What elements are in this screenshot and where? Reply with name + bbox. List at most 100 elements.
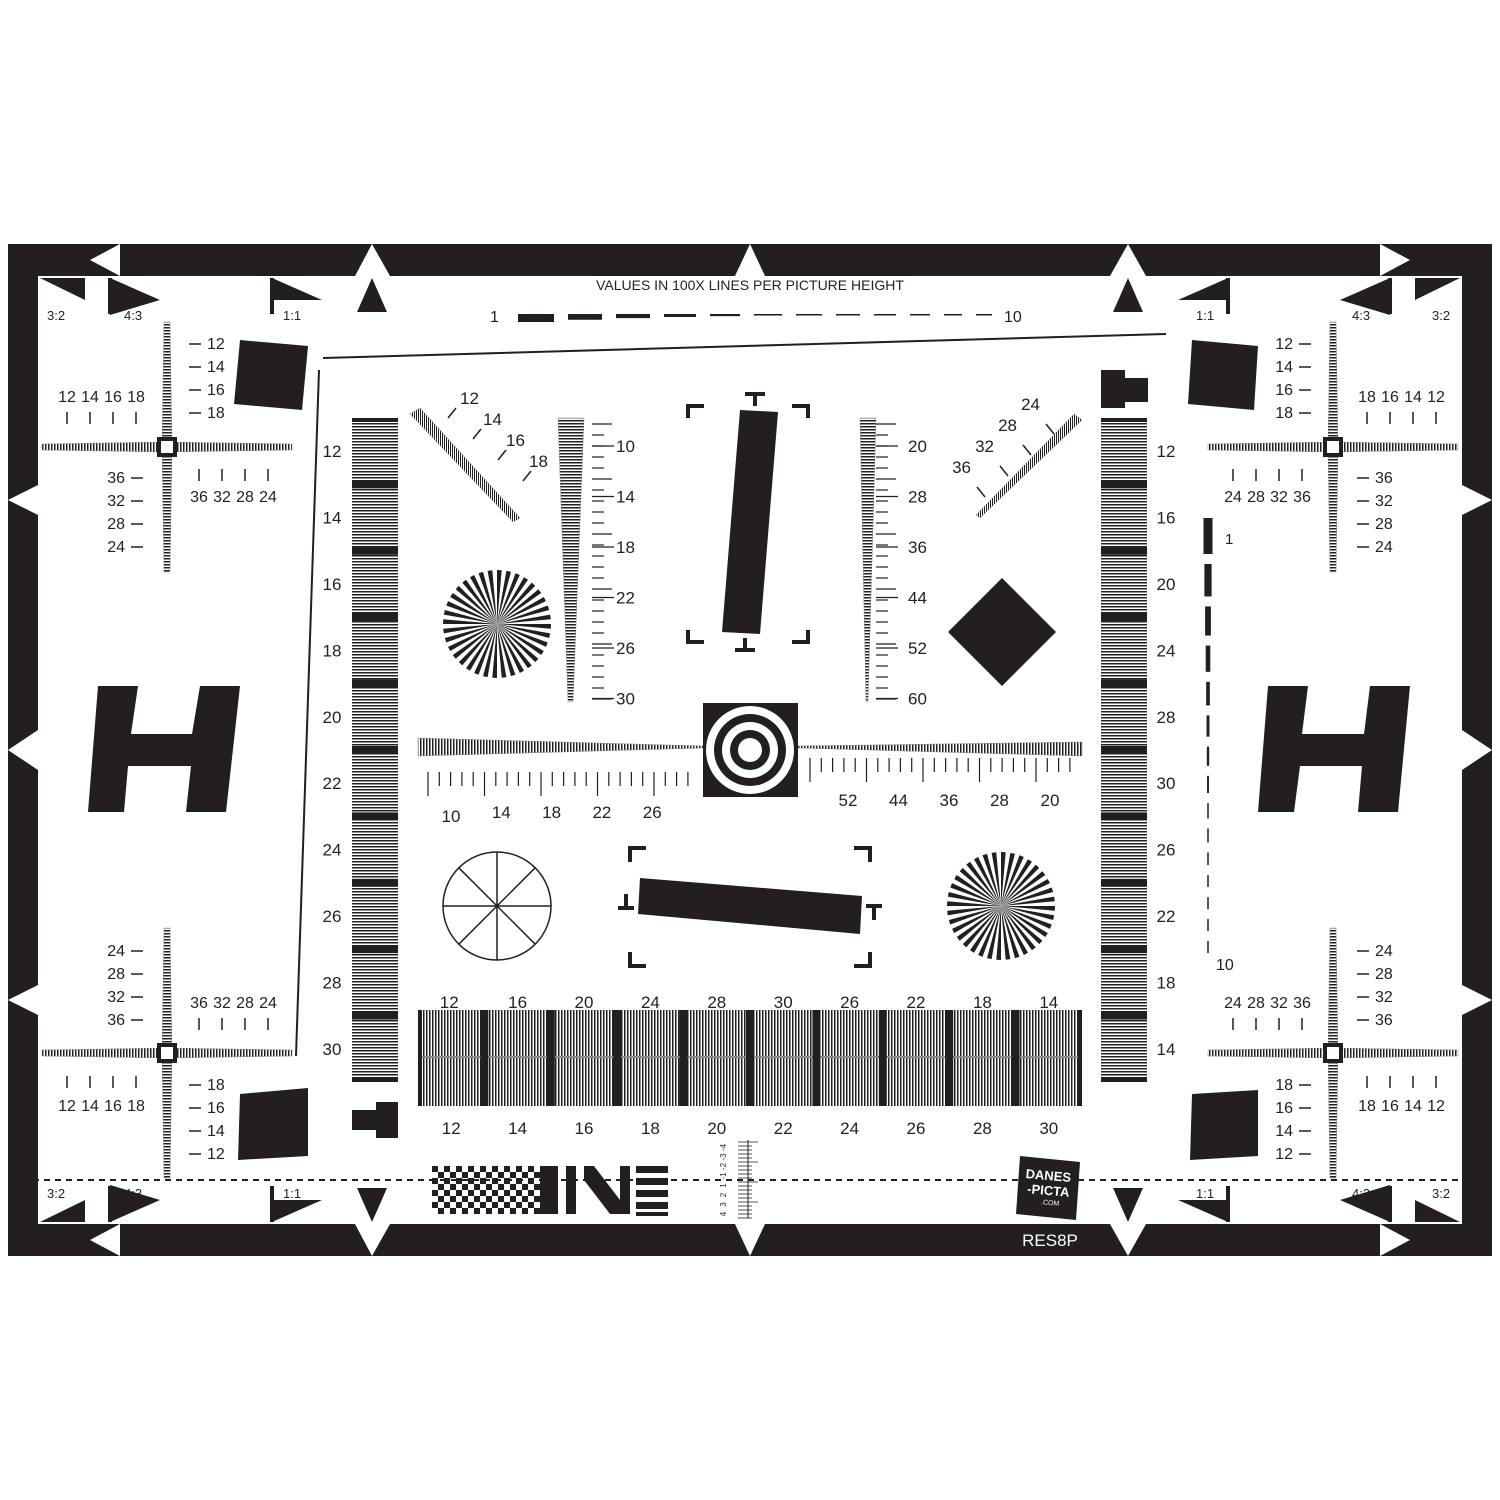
scale-label: 28 bbox=[1247, 489, 1265, 506]
aspect-labels: 3:2 4:3 1:1 1:1 4:3 3:2 3:2 4:3 1:1 1:1 … bbox=[47, 308, 1450, 1201]
scale-label: 12 bbox=[1427, 389, 1445, 406]
right-scale-min: 1 bbox=[1225, 531, 1233, 548]
star-spoke bbox=[455, 585, 497, 624]
tick bbox=[497, 449, 507, 461]
column-separator bbox=[352, 945, 398, 954]
checker-cell bbox=[468, 1166, 474, 1172]
scale-label: 32 bbox=[1375, 989, 1393, 1006]
checker-cell bbox=[498, 1172, 504, 1178]
aspect-label-11-tl: 1:1 bbox=[283, 308, 301, 323]
tick bbox=[522, 470, 532, 482]
checker-cell bbox=[480, 1202, 486, 1208]
scale-label: 32 bbox=[107, 989, 125, 1006]
star-spoke bbox=[497, 624, 532, 669]
block-label-bottom: 30 bbox=[1039, 1119, 1058, 1138]
checker-cell bbox=[432, 1190, 438, 1196]
star-spoke bbox=[448, 624, 497, 651]
scale-label: 12 bbox=[1275, 1146, 1293, 1163]
checker-cell bbox=[486, 1196, 492, 1202]
scale-label: 52 bbox=[839, 791, 858, 810]
scale-dash bbox=[910, 314, 930, 316]
crosshair-wedge bbox=[1327, 321, 1339, 448]
star-spoke bbox=[956, 906, 1001, 941]
scale-label: 12 bbox=[1427, 1098, 1445, 1115]
scale-label: 28 bbox=[236, 489, 254, 506]
scale-dash bbox=[518, 314, 554, 322]
ruler-label: 3 bbox=[719, 1202, 728, 1207]
scale-dash bbox=[1207, 941, 1209, 954]
aspect-label-32-bl: 3:2 bbox=[47, 1186, 65, 1201]
checker-cell bbox=[456, 1178, 462, 1184]
block-separator bbox=[812, 1010, 821, 1106]
frame-line-top bbox=[322, 333, 1167, 359]
checker-cell bbox=[450, 1184, 456, 1190]
scale-label: 16 bbox=[1275, 382, 1293, 399]
scale-label: 14 bbox=[1404, 389, 1422, 406]
star-spoke bbox=[497, 614, 551, 624]
star-spoke bbox=[466, 624, 497, 671]
star-spoke bbox=[1001, 852, 1015, 906]
block-label-bottom: 16 bbox=[575, 1119, 594, 1138]
scale-label: 44 bbox=[889, 791, 908, 810]
scale-label: 24 bbox=[1224, 489, 1242, 506]
star-spoke bbox=[1001, 906, 1055, 920]
checker-cell bbox=[498, 1208, 504, 1214]
aspect-marks-top bbox=[40, 278, 1460, 315]
star-spoke bbox=[947, 901, 1001, 906]
scale-label: 36 bbox=[107, 470, 125, 487]
star-spoke bbox=[1001, 906, 1048, 937]
block-label-bottom: 28 bbox=[973, 1119, 992, 1138]
scale-dash bbox=[1207, 897, 1209, 910]
star-spoke bbox=[497, 624, 524, 673]
block-label-top: 20 bbox=[575, 993, 594, 1012]
checker-cell bbox=[516, 1190, 522, 1196]
star-spoke bbox=[497, 624, 507, 678]
checker-cell bbox=[504, 1190, 510, 1196]
scale-label: 52 bbox=[908, 639, 927, 658]
scale-label: 10 bbox=[442, 807, 461, 826]
scale-label: 32 bbox=[213, 489, 231, 506]
checker-cell bbox=[498, 1184, 504, 1190]
checker-cell bbox=[444, 1190, 450, 1196]
column-separator bbox=[352, 812, 398, 821]
wheel-spoke bbox=[458, 867, 536, 945]
checker-cell bbox=[474, 1184, 480, 1190]
block-label-bottom: 24 bbox=[840, 1119, 859, 1138]
star-spoke bbox=[483, 624, 497, 678]
siemens-star-right bbox=[947, 852, 1055, 960]
scale-label: 18 bbox=[616, 538, 635, 557]
crosshair-wedge bbox=[161, 446, 173, 573]
column-label: 30 bbox=[1157, 774, 1176, 793]
crosshair-wedge bbox=[166, 1047, 293, 1059]
checker-cell bbox=[492, 1166, 498, 1172]
checker-cell bbox=[516, 1202, 522, 1208]
logo-line-3: .COM bbox=[1041, 1199, 1060, 1208]
aspect-label-32-br: 3:2 bbox=[1432, 1186, 1450, 1201]
square-tr bbox=[1188, 340, 1258, 410]
checker-cell bbox=[432, 1178, 438, 1184]
block-separator bbox=[613, 1010, 622, 1106]
block-label-bottom: 26 bbox=[907, 1119, 926, 1138]
column-separator bbox=[352, 679, 398, 688]
column-label: 12 bbox=[323, 442, 342, 461]
square-br bbox=[1190, 1090, 1258, 1160]
scale-label: 22 bbox=[616, 589, 635, 608]
star-spoke bbox=[947, 892, 1001, 906]
column-label: 20 bbox=[1157, 575, 1176, 594]
checker-cell bbox=[474, 1172, 480, 1178]
star-spoke bbox=[1001, 906, 1036, 951]
star-spoke bbox=[474, 624, 497, 675]
block-label-top: 18 bbox=[973, 993, 992, 1012]
star-spoke bbox=[446, 601, 497, 624]
column-label: 30 bbox=[323, 1040, 342, 1059]
star-spoke bbox=[1001, 906, 1020, 959]
star-spoke bbox=[948, 906, 1001, 925]
checker-cell bbox=[492, 1178, 498, 1184]
star-spoke bbox=[443, 619, 497, 624]
checker-cell bbox=[456, 1166, 462, 1172]
checkerboard-pattern bbox=[432, 1166, 544, 1214]
scale-label: 14 bbox=[492, 803, 511, 822]
checker-cell bbox=[510, 1172, 516, 1178]
star-spoke bbox=[1001, 906, 1011, 960]
